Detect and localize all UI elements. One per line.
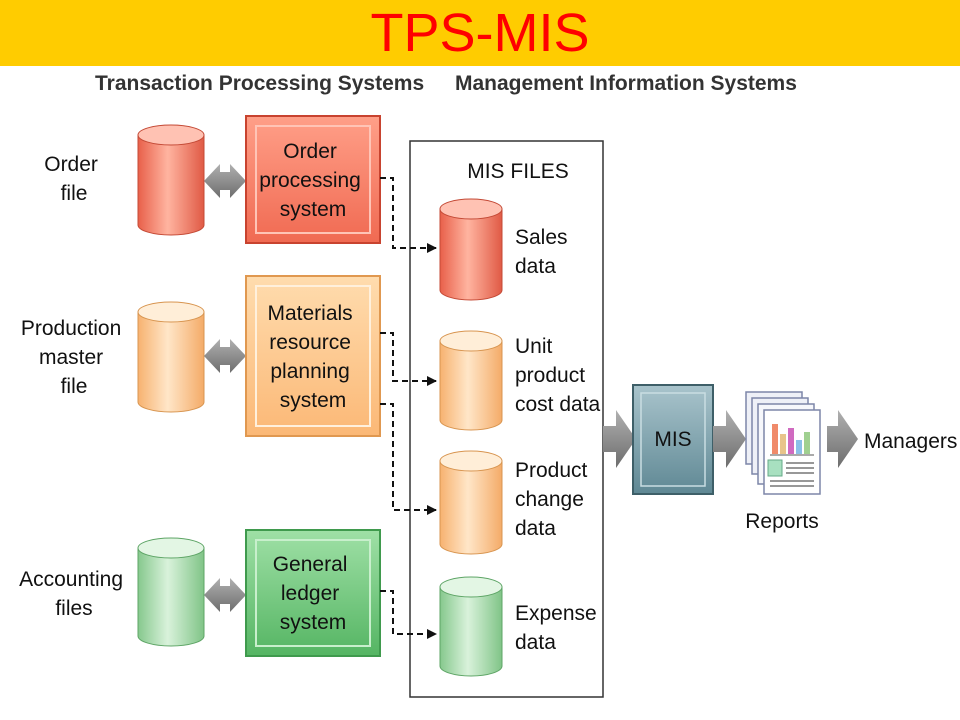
mis-files-title: MIS FILES [467, 160, 569, 183]
reports-label: Reports [745, 510, 819, 533]
expense-data-label: Expense data [515, 602, 603, 654]
production-master-file-database-icon [137, 301, 205, 413]
materials-resource-planning-system-label: Materials resource planning system [267, 302, 358, 412]
expense-data-database-icon [439, 576, 503, 677]
order-double-arrow-icon [204, 164, 246, 198]
general-ledger-system-box [245, 529, 381, 657]
unit-product-cost-label: Unit product cost data [515, 335, 601, 416]
header-mis: Management Information Systems [455, 72, 797, 95]
order-file-database-icon [137, 124, 205, 236]
connector-materials-to-product-change [380, 403, 437, 515]
materials-resource-planning-system-box [245, 275, 381, 437]
mis-box-label: MIS [654, 428, 691, 451]
reports-icon [745, 391, 821, 495]
order-processing-system-box [245, 115, 381, 244]
production-master-file-label: Production master file [21, 317, 127, 398]
general-ledger-system-label: General ledger system [273, 553, 354, 634]
managers-label: Managers [864, 430, 957, 453]
accounting-files-label: Accounting files [19, 568, 129, 620]
mis-box [632, 384, 714, 495]
arrow-mis-to-reports-icon [713, 410, 746, 468]
sales-data-label: Sales data [515, 226, 573, 278]
header-tps: Transaction Processing Systems [95, 72, 424, 95]
connector-ledger-to-expense [380, 590, 437, 639]
connector-materials-to-unit-cost [380, 332, 437, 386]
arrow-files-to-mis-icon [603, 410, 636, 468]
order-file-label: Order file [44, 153, 104, 205]
title-banner [0, 0, 960, 66]
connector-order-to-sales [380, 177, 437, 253]
sales-data-database-icon [439, 198, 503, 301]
page-title: TPS-MIS [370, 3, 590, 63]
unit-product-cost-database-icon [439, 330, 503, 431]
accounting-files-database-icon [137, 537, 205, 647]
product-change-label: Product change data [515, 459, 593, 540]
accounting-double-arrow-icon [204, 578, 246, 612]
production-double-arrow-icon [204, 339, 246, 373]
arrow-reports-to-managers-icon [827, 410, 858, 468]
banner-notch [0, 62, 18, 66]
order-processing-system-label: Order processing system [259, 140, 366, 221]
product-change-database-icon [439, 450, 503, 555]
